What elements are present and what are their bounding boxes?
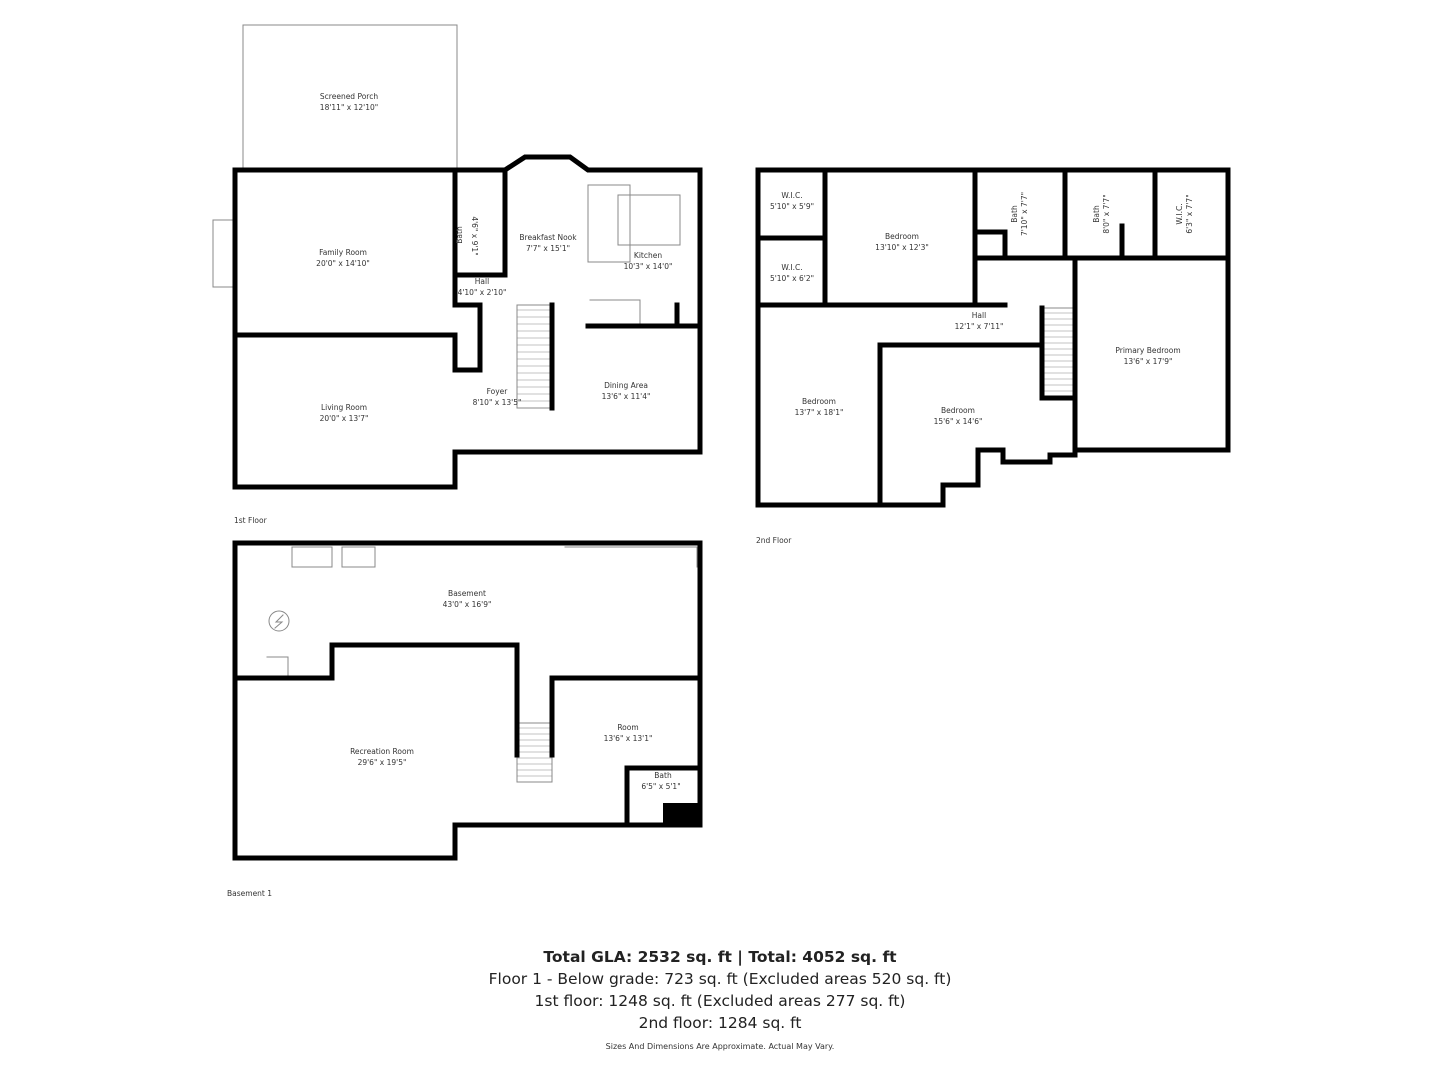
room-name: Bedroom [802,397,836,406]
room-dims: 13'6" x 13'1" [604,734,653,743]
fixture-outline [617,194,681,246]
room-name: Recreation Room [350,747,414,756]
fixture-outline [242,24,458,169]
lightning-icon [274,614,284,629]
second-floor: W.I.C. 5'10" x 5'9" W.I.C. 5'10" x 6'2" … [756,191,1194,545]
fixture-outline [589,299,641,327]
room-name: Hall [475,277,489,286]
floor-label: 1st Floor [234,516,268,525]
room-name: Bath [654,771,672,780]
wall [972,229,1008,261]
basement-floor: Basement 43'0" x 16'9" Recreation Room 2… [227,589,681,898]
wall [452,167,508,278]
wall [452,302,483,373]
room-dims: 7'10" x 7'7" [1020,192,1029,236]
room-dims: 8'0" x 7'7" [1102,194,1111,233]
room-dims: 7'7" x 15'1" [526,244,570,253]
room-name: Bedroom [941,406,975,415]
area-summary: Total GLA: 2532 sq. ft | Total: 4052 sq.… [0,946,1440,1051]
room-dims: 4'10" x 2'10" [458,288,507,297]
fixture-outline [266,656,289,679]
floor-label: Basement 1 [227,889,272,898]
area-line: Floor 1 - Below grade: 723 sq. ft (Exclu… [488,970,952,988]
room-dims: 12'1" x 7'11" [955,322,1004,331]
fixture-outline [564,546,698,568]
room-name: Bath [455,226,464,244]
room-dims: 8'10" x 13'5" [473,398,522,407]
room-name: Dining Area [604,381,648,390]
room-name: Screened Porch [320,92,378,101]
room-dims: 13'6" x 11'4" [602,392,651,401]
room-name: W.I.C. [781,263,802,272]
room-name: Bath [1010,205,1019,223]
wall [232,642,520,758]
area-line: 1st floor: 1248 sq. ft (Excluded areas 2… [534,992,906,1010]
fixture-outline [212,219,236,288]
disclaimer: Sizes And Dimensions Are Approximate. Ac… [605,1042,835,1051]
room-name: Kitchen [634,251,662,260]
room-name: Primary Bedroom [1115,346,1180,355]
room-name: Breakfast Nook [519,233,577,242]
room-dims: 20'0" x 14'10" [316,259,370,268]
room-name: W.I.C. [1175,203,1184,224]
room-dims: 15'6" x 14'6" [934,417,983,426]
first-floor: Screened Porch 18'11" x 12'10" Family Ro… [234,92,672,525]
wall [1039,305,1078,401]
fixture-outline [341,546,376,568]
room-name: W.I.C. [781,191,802,200]
room-dims: 10'3" x 14'0" [624,262,673,271]
walls [232,154,1231,861]
fixture-outline [1041,307,1076,399]
room-dims: 5'10" x 5'9" [770,202,814,211]
wall [549,675,703,758]
fixture-outline [587,184,631,263]
wall [624,765,703,828]
room-dims: 43'0" x 16'9" [443,600,492,609]
room-dims: 6'5" x 5'1" [641,782,680,791]
room-dims: 29'6" x 19'5" [358,758,407,767]
room-name: Bath [1092,205,1101,223]
room-name: Bedroom [885,232,919,241]
total-area: Total GLA: 2532 sq. ft | Total: 4052 sq.… [543,948,897,966]
room-name: Living Room [321,403,367,412]
floor-label: 2nd Floor [756,536,792,545]
room-name: Room [617,723,638,732]
room-name: Family Room [319,248,367,257]
room-dims: 6'3" x 7'7" [1185,194,1194,233]
wall [232,154,703,490]
wall [232,540,703,861]
electrical-panel-icon [268,610,290,632]
room-dims: 13'10" x 12'3" [875,243,929,252]
room-dims: 5'10" x 6'2" [770,274,814,283]
room-dims: 13'7" x 18'1" [795,408,844,417]
fixture-outline [516,722,553,783]
room-dims: 20'0" x 13'7" [320,414,369,423]
mechanical-chase [663,803,700,825]
fixtures [212,24,1076,783]
fixture-outline [516,304,553,409]
wall [755,167,1231,508]
room-name: Basement [448,589,486,598]
room-name: Foyer [487,387,509,396]
wall [755,167,883,508]
room-dims: 18'11" x 12'10" [320,103,378,112]
fixture-outline [291,546,333,568]
room-dims: 13'6" x 17'9" [1124,357,1173,366]
room-dims: 4'6" x 9'1" [470,216,479,255]
area-line: 2nd floor: 1284 sq. ft [638,1014,802,1032]
room-name: Hall [972,311,986,320]
